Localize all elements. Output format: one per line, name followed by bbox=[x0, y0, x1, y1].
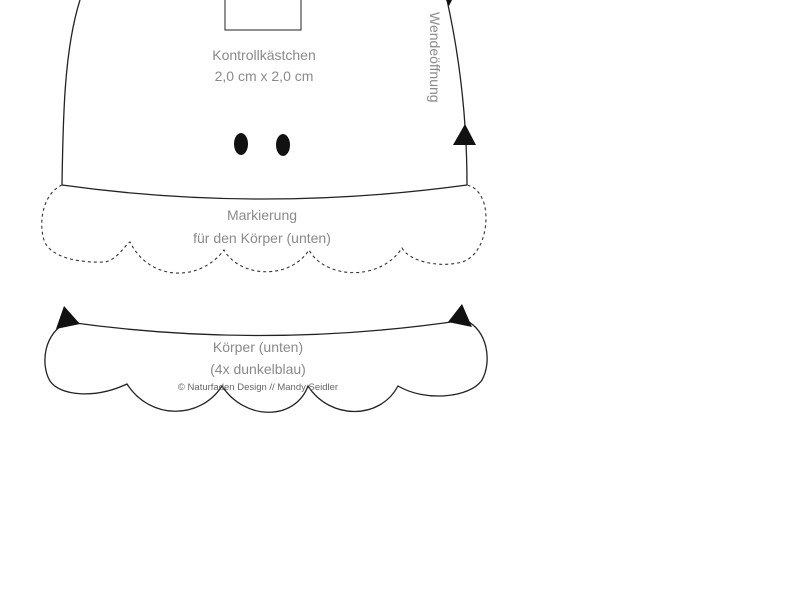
lower-body-right-marker bbox=[448, 304, 472, 327]
upper-body-bottom-seam bbox=[61, 184, 468, 200]
lower-body-marking-outline bbox=[41, 184, 487, 274]
left-eye-mark bbox=[234, 133, 248, 155]
control-box-title: Kontrollkästchen bbox=[212, 47, 316, 63]
turning-opening-top-marker bbox=[446, 0, 452, 6]
right-eye-mark bbox=[276, 134, 290, 156]
turning-opening-bottom-marker bbox=[453, 124, 476, 145]
lower-body-outline bbox=[44, 319, 488, 413]
turning-opening-label: Wendeöffnung bbox=[427, 12, 443, 103]
lower-body-quantity: (4x dunkelblau) bbox=[210, 361, 306, 377]
control-box-size: 2,0 cm x 2,0 cm bbox=[215, 68, 314, 84]
lower-body-title: Körper (unten) bbox=[213, 339, 303, 355]
control-square bbox=[224, 0, 302, 31]
marking-label-line1: Markierung bbox=[227, 207, 297, 223]
copyright-note: © Naturfaden Design // Mandy Seidler bbox=[178, 382, 338, 393]
upper-body-outline bbox=[61, 0, 468, 186]
lower-body-top-seam bbox=[67, 319, 466, 337]
marking-label-line2: für den Körper (unten) bbox=[193, 230, 331, 246]
lower-body-left-marker bbox=[56, 306, 80, 329]
